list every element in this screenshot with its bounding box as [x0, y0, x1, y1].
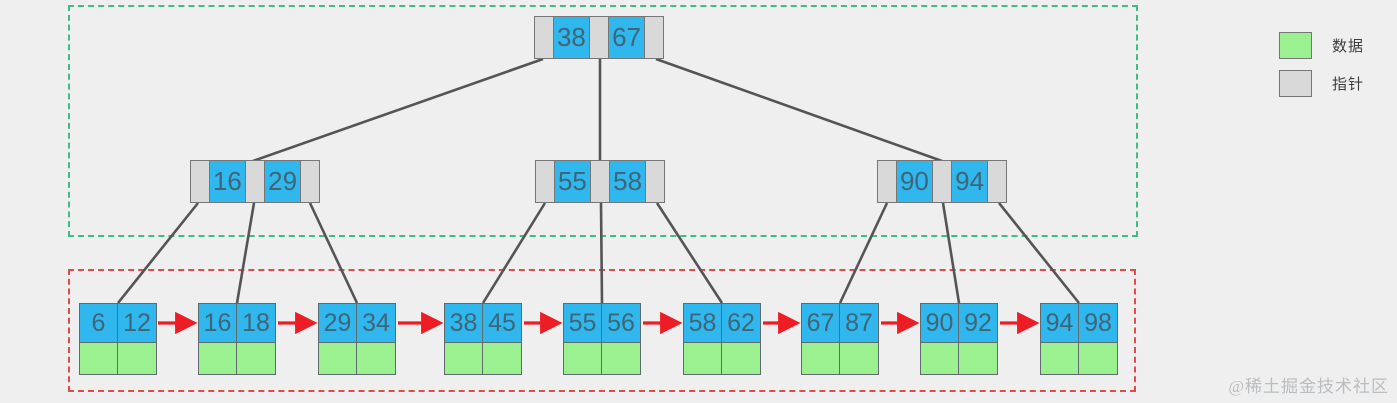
- key-cell: 58: [683, 303, 722, 343]
- internal-to-leaf-edges: [116, 202, 1081, 304]
- key-cell: 92: [959, 303, 998, 343]
- pointer-cell: [246, 161, 264, 202]
- pointer-cell: [535, 17, 553, 58]
- key-cell: 45: [483, 303, 522, 343]
- key-cell: 29: [263, 161, 302, 202]
- data-color-swatch: [1279, 32, 1312, 59]
- root-node: 38 67: [534, 16, 664, 59]
- pointer-cell: [878, 161, 896, 202]
- key-cell: 67: [801, 303, 840, 343]
- key-cell: 98: [1079, 303, 1118, 343]
- data-cell: [602, 343, 641, 375]
- pointer-cell: [301, 161, 319, 202]
- data-cell: [79, 343, 118, 375]
- pointer-cell: [191, 161, 209, 202]
- key-cell: 58: [608, 161, 647, 202]
- data-cell: [444, 343, 483, 375]
- data-cell: [318, 343, 357, 375]
- key-cell: 62: [722, 303, 761, 343]
- data-cell: [1079, 343, 1118, 375]
- key-cell: 56: [602, 303, 641, 343]
- data-cell: [722, 343, 761, 375]
- key-cell: 6: [79, 303, 118, 343]
- data-cell: [118, 343, 157, 375]
- data-cell: [801, 343, 840, 375]
- data-cell: [483, 343, 522, 375]
- tree-edge: [116, 202, 200, 304]
- key-cell: 34: [357, 303, 396, 343]
- tree-edge: [308, 202, 359, 304]
- key-cell: 29: [318, 303, 357, 343]
- key-cell: 94: [1040, 303, 1079, 343]
- data-cell: [683, 343, 722, 375]
- pointer-cell: [536, 161, 554, 202]
- data-cell: [1040, 343, 1079, 375]
- data-cell: [237, 343, 276, 375]
- data-cell: [840, 343, 879, 375]
- legend-label: 指针: [1332, 76, 1365, 93]
- legend-label: 数据: [1332, 38, 1365, 55]
- key-cell: 55: [553, 161, 592, 202]
- key-cell: 90: [920, 303, 959, 343]
- tree-edge: [655, 57, 943, 163]
- tree-edge: [252, 57, 544, 163]
- internal-node-1: 16 29: [190, 160, 320, 203]
- index-region-box: [68, 5, 1138, 237]
- data-cell: [959, 343, 998, 375]
- pointer-cell: [645, 17, 663, 58]
- key-cell: 87: [840, 303, 879, 343]
- internal-node-3: 90 94: [877, 160, 1007, 203]
- pointer-cell: [646, 161, 664, 202]
- data-cell: [357, 343, 396, 375]
- root-to-internal-edges: [252, 57, 943, 163]
- tree-edge: [838, 202, 889, 304]
- key-cell: 67: [607, 17, 646, 58]
- legend-item-pointer: 指针: [1279, 70, 1364, 97]
- key-cell: 12: [118, 303, 157, 343]
- legend: 数据 指针: [1279, 32, 1364, 108]
- data-cell: [920, 343, 959, 375]
- key-cell: 16: [208, 161, 247, 202]
- tree-edge: [941, 202, 961, 304]
- key-cell: 38: [444, 303, 483, 343]
- key-cell: 16: [198, 303, 237, 343]
- data-cell: [198, 343, 237, 375]
- key-cell: 94: [950, 161, 989, 202]
- pointer-cell: [988, 161, 1006, 202]
- pointer-cell: [591, 161, 609, 202]
- legend-item-data: 数据: [1279, 32, 1364, 59]
- key-cell: 38: [552, 17, 591, 58]
- tree-edge: [997, 202, 1081, 304]
- key-cell: 90: [895, 161, 934, 202]
- internal-node-2: 55 58: [535, 160, 665, 203]
- key-cell: 55: [563, 303, 602, 343]
- data-cell: [563, 343, 602, 375]
- tree-edge: [599, 202, 604, 304]
- pointer-cell: [590, 17, 608, 58]
- key-cell: 18: [237, 303, 276, 343]
- tree-edge: [655, 202, 724, 304]
- watermark: @稀土掘金技术社区: [1228, 377, 1389, 396]
- tree-edge: [481, 202, 547, 304]
- tree-edge: [235, 202, 256, 304]
- pointer-color-swatch: [1279, 70, 1312, 97]
- pointer-cell: [933, 161, 951, 202]
